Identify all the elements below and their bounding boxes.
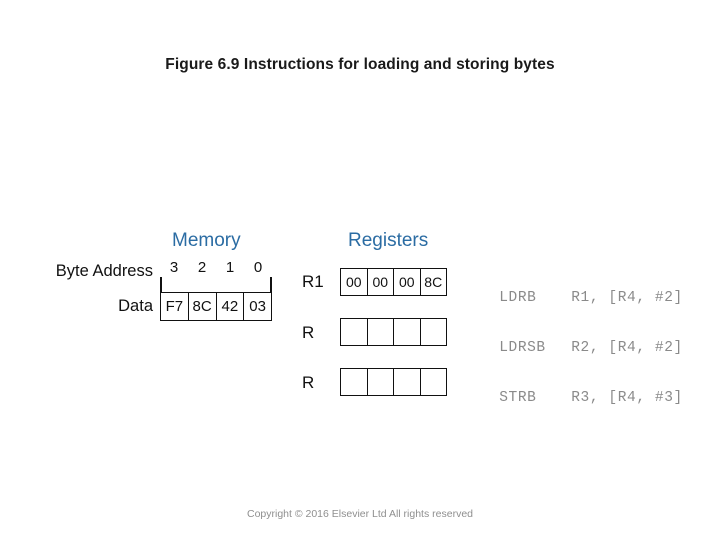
memory-tick-left [160,277,162,293]
memory-address-cell: 1 [225,259,235,276]
instruction-operands: R2, [R4, #2] [571,340,683,356]
register-row-r3 [340,368,447,396]
memory-address-cell: 3 [169,259,179,276]
memory-data-cell: 8C [189,293,217,320]
data-label: Data [118,297,153,315]
register-row-r1: 00 00 00 8C [340,268,447,296]
memory-data-cell: F7 [161,293,189,320]
instruction-line-2: LDRSB R2, [R4, #2] [462,324,720,372]
memory-address-row: 3 2 1 0 [160,259,272,279]
register-row-r2 [340,318,447,346]
instruction-line-1: LDRB R1, [R4, #2] [462,274,720,322]
register-label-r1: R1 [302,272,324,291]
register-cell [341,319,368,345]
register-cell [368,369,394,395]
byte-address-label: Byte Address [55,262,153,280]
memory-data-cell: 03 [249,298,266,315]
register-cell [394,319,421,345]
instruction-line-3: STRB R3, [R4, #3] [462,374,720,422]
memory-address-cell: 2 [197,259,207,276]
register-cell [368,319,394,345]
memory-tick-right [270,277,272,293]
instruction-mnemonic: STRB [499,390,537,406]
register-label-r2: R [302,323,315,342]
register-cell: 8C [424,274,443,290]
register-cell [341,369,368,395]
register-label-r3: R [302,373,315,392]
instruction-operands: R1, [R4, #2] [571,290,683,306]
register-cell: 00 [368,269,394,295]
register-cell: 00 [394,269,421,295]
register-cell [421,319,447,345]
copyright-footer: Copyright © 2016 Elsevier Ltd All rights… [246,508,473,520]
instruction-mnemonic: LDRSB [499,340,546,356]
page-title: Figure 6.9 Instructions for loading and … [165,56,555,73]
memory-address-cell: 0 [253,259,263,276]
register-cell [394,369,421,395]
register-cell: 00 [341,269,368,295]
memory-data-row: F7 8C 42 03 [160,292,272,321]
instruction-operands: R3, [R4, #3] [571,390,683,406]
memory-heading: Memory [172,230,241,251]
registers-heading: Registers [348,230,429,251]
instruction-mnemonic: LDRB [499,290,537,306]
memory-data-cell: 42 [217,293,245,320]
register-cell [421,369,447,395]
